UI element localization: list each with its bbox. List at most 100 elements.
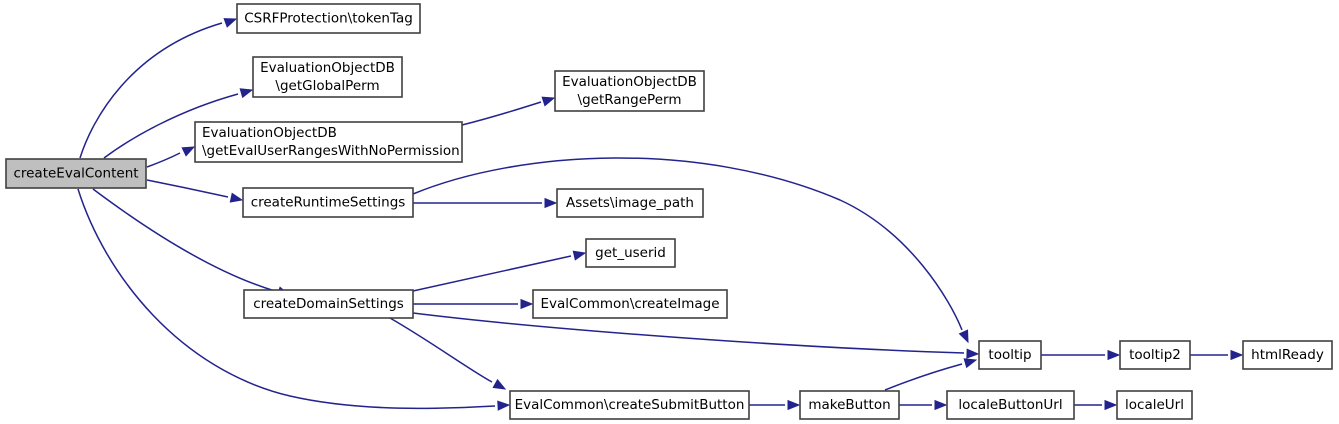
node-box[interactable] (1119, 340, 1191, 370)
edge-line (146, 152, 181, 168)
node-makeButton[interactable]: makeButton (799, 390, 900, 420)
node-label: tooltip (988, 347, 1031, 363)
edges-layer (77, 18, 1244, 411)
edge-line (103, 93, 239, 159)
nodes-layer: createEvalContent CSRFProtection\tokenTag… (5, 3, 1333, 420)
arrowhead-icon (963, 358, 978, 369)
edge-line (461, 101, 542, 126)
node-label: Assets\image_path (566, 195, 694, 211)
node-createImage[interactable]: EvalCommon\createImage (532, 289, 728, 319)
arrowhead-icon (1230, 349, 1244, 361)
node-box[interactable] (236, 3, 421, 34)
edge-line (412, 157, 963, 331)
edge-localeButtonUrl-to-localeUrl (1074, 399, 1118, 411)
arrowhead-icon (544, 197, 558, 209)
arrowhead-icon (1107, 349, 1121, 361)
edge-createDomainSettings-to-createImage (413, 298, 534, 310)
node-box[interactable] (5, 158, 147, 189)
arrowhead-icon (239, 88, 254, 99)
arrowhead-icon (520, 298, 534, 310)
edge-createDomainSettings-to-get_userid (412, 250, 587, 292)
edge-createRuntimeSettings-to-image_path (413, 197, 558, 209)
node-box[interactable] (554, 70, 705, 112)
node-label: CSRFProtection\tokenTag (244, 11, 413, 27)
arrowhead-icon (958, 329, 969, 344)
node-image_path[interactable]: Assets\image_path (556, 188, 704, 218)
node-box[interactable] (585, 238, 676, 268)
edge-createSubmitButton-to-makeButton (749, 399, 801, 411)
node-box[interactable] (243, 289, 414, 319)
edge-tooltip-to-tooltip2 (1041, 349, 1121, 361)
node-localeButtonUrl[interactable]: localeButtonUrl (946, 390, 1075, 420)
node-box[interactable] (509, 390, 750, 420)
edge-createDomainSettings-to-tooltip (412, 312, 980, 359)
node-label: \getGlobalPerm (275, 78, 379, 94)
node-label: get_userid (595, 245, 666, 261)
edge-makeButton-to-localeButtonUrl (899, 399, 948, 411)
node-label: localeButtonUrl (958, 397, 1062, 413)
edge-createEvalContent-to-createSubmitButton (77, 188, 511, 411)
node-label: htmlReady (1251, 347, 1324, 363)
node-box[interactable] (978, 340, 1042, 370)
node-label: tooltip2 (1129, 347, 1181, 363)
arrowhead-icon (572, 250, 587, 261)
edge-createEvalContent-to-createRuntimeSettings (146, 179, 244, 203)
node-box[interactable] (194, 121, 463, 163)
edge-tooltip2-to-htmlReady (1190, 349, 1244, 361)
edge-createRuntimeSettings-to-tooltip (412, 157, 969, 344)
edge-line (412, 312, 965, 354)
node-label: createRuntimeSettings (251, 195, 406, 211)
edge-createDomainSettings-to-createSubmitButton (389, 317, 507, 390)
edge-line (92, 188, 276, 292)
node-label: EvalCommon\createSubmitButton (515, 397, 745, 413)
arrowhead-icon (541, 96, 556, 107)
arrowhead-icon (497, 400, 511, 411)
node-tooltip2[interactable]: tooltip2 (1119, 340, 1191, 370)
node-htmlReady[interactable]: htmlReady (1242, 340, 1333, 370)
arrowhead-icon (181, 146, 196, 157)
node-label: localeUrl (1125, 397, 1184, 413)
node-box[interactable] (1242, 340, 1333, 370)
node-tokenTag[interactable]: CSRFProtection\tokenTag (236, 3, 421, 34)
node-box[interactable] (1116, 390, 1193, 420)
node-label: makeButton (808, 397, 890, 413)
node-box[interactable] (946, 390, 1075, 420)
node-getGlobalPerm[interactable]: EvaluationObjectDB \getGlobalPerm (252, 56, 403, 98)
edge-makeButton-to-tooltip (884, 358, 978, 391)
node-getEvalUserRangesWithNoPermission[interactable]: EvaluationObjectDB\getEvalUserRangesWith… (194, 121, 463, 163)
node-createRuntimeSettings[interactable]: createRuntimeSettings (242, 187, 414, 218)
edge-line (146, 179, 229, 198)
node-createEvalContent[interactable]: createEvalContent (5, 158, 147, 189)
node-label: EvaluationObjectDB (260, 60, 395, 76)
node-label: createEvalContent (13, 166, 138, 182)
node-box[interactable] (252, 56, 403, 98)
node-createDomainSettings[interactable]: createDomainSettings (243, 289, 414, 319)
arrowhead-icon (492, 378, 507, 390)
node-label: EvaluationObjectDB (202, 125, 337, 141)
node-createSubmitButton[interactable]: EvalCommon\createSubmitButton (509, 390, 750, 420)
edge-createEvalContent-to-getGlobalPerm (103, 88, 254, 159)
node-label: createDomainSettings (253, 296, 404, 312)
arrowhead-icon (934, 399, 948, 411)
node-box[interactable] (556, 188, 704, 218)
node-get_userid[interactable]: get_userid (585, 238, 676, 268)
edge-createEvalContent-to-getEvalUserRangesWithNoPermission (146, 146, 196, 168)
node-box[interactable] (532, 289, 728, 319)
edge-line (389, 317, 493, 383)
node-tooltip[interactable]: tooltip (978, 340, 1042, 370)
edge-createEvalContent-to-tokenTag (79, 18, 238, 159)
arrowhead-icon (787, 399, 801, 411)
arrowhead-icon (229, 192, 244, 203)
arrowhead-icon (1104, 399, 1118, 411)
node-box[interactable] (799, 390, 900, 420)
node-localeUrl[interactable]: localeUrl (1116, 390, 1193, 420)
node-box[interactable] (242, 187, 414, 218)
edge-getEvalUserRangesWithNoPermission-to-getRangePerm (461, 96, 556, 126)
edge-line (79, 22, 223, 159)
node-label: \getRangePerm (578, 92, 682, 108)
arrowhead-icon (966, 348, 980, 359)
edge-line (77, 188, 496, 410)
node-getRangePerm[interactable]: EvaluationObjectDB\getRangePerm (554, 70, 705, 112)
